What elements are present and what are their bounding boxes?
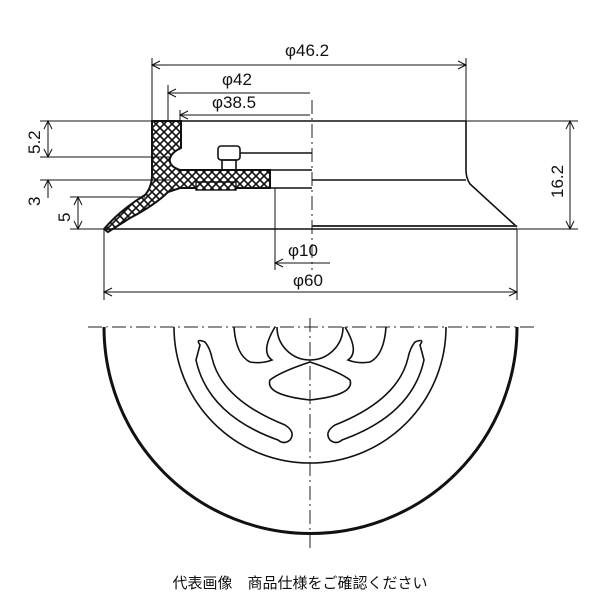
dim-phi-10: φ10 [288,241,318,260]
center-oval [268,361,352,401]
caption: 代表画像 商品仕様をご確認ください [172,574,428,592]
dim-5: 5 [55,213,74,222]
dim-phi-42: φ42 [222,70,252,89]
petal-right [344,326,387,364]
petal-left [233,326,276,364]
outer-rim [102,326,519,535]
dim-3: 3 [25,197,44,206]
section-hatch [102,120,271,234]
bottom-view [88,318,535,550]
side-view: φ46.2 φ42 φ38.5 φ10 φ60 5.2 3 5 16.2 [25,41,578,300]
dim-phi-46-2: φ46.2 [285,41,329,60]
slot-left [195,339,293,444]
center-port [276,326,344,361]
slot-right [327,339,425,444]
dim-phi-60: φ60 [293,271,323,290]
fitting [217,145,241,161]
dimension-lines [43,60,575,297]
dim-5-2: 5.2 [25,130,44,154]
inner-ring [173,326,447,464]
dim-phi-38-5: φ38.5 [212,93,256,112]
dim-16-2: 16.2 [548,165,567,198]
